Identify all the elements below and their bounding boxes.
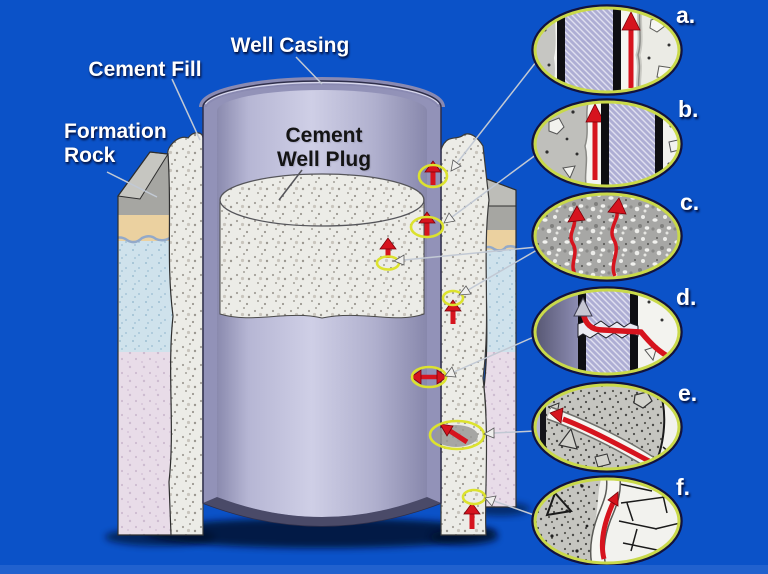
formation-rock-left-block: [117, 151, 174, 536]
inset-label-f: f.: [676, 474, 691, 500]
inset-d-casing-breach: [531, 286, 683, 378]
cement-well-plug-label: Cement Well Plug: [276, 124, 372, 171]
leak-flow-arrow: [580, 311, 673, 361]
water-layer: [118, 241, 173, 352]
leak-marker-a: [417, 160, 449, 189]
fractured-rock-lines: [614, 482, 678, 552]
label-leader-lines: [106, 56, 323, 201]
leak-flow-arrow: [599, 501, 616, 560]
casing-steel-hatch: [609, 103, 655, 185]
leak-markers: [375, 160, 487, 529]
casing-wall-band: [613, 9, 621, 91]
cement-fill-label: Cement Fill: [88, 58, 202, 81]
cement-fill-leader-line: [171, 78, 201, 141]
inset-label-e: e.: [678, 380, 698, 406]
cement-well-plug-leader-line: [278, 169, 303, 201]
inset-label-c: c.: [680, 189, 700, 215]
leak-marker-c-annulus: [441, 289, 465, 324]
leak-flow-arrow: [562, 416, 651, 464]
leak-flow-arrow: [569, 217, 577, 275]
inset-e-cement-fracture: [531, 381, 683, 473]
formation-rock-leader-line: [106, 171, 158, 198]
casing-wall-band: [557, 9, 565, 91]
inset-label-a: a.: [676, 2, 696, 28]
inset-label-b: b.: [678, 96, 699, 122]
inset-c-cement-pore-flow: [531, 190, 683, 282]
well-casing-label: Well Casing: [230, 34, 350, 57]
casing-steel-hatch: [565, 9, 613, 91]
inset-f-cement-rock-gap: [531, 475, 683, 567]
formation-rock-label: Formation Rock: [64, 120, 167, 167]
cement-well-plug: [219, 173, 425, 319]
inset-a-casing-cementfill-gap: [531, 4, 683, 96]
cement-region: [536, 480, 602, 562]
inset-b-plug-casing-gap: [531, 98, 683, 190]
footer-strip: [0, 565, 768, 574]
casing-bottom-ring: [203, 497, 441, 526]
plug-body: [219, 199, 425, 319]
leak-marker-b: [409, 211, 445, 239]
well-casing-leader-line: [295, 56, 323, 85]
leak-marker-d: [410, 365, 448, 389]
leak-marker-f: [461, 488, 487, 529]
leak-marker-c-plug: [375, 237, 401, 271]
leak-flow-arrow: [610, 209, 619, 277]
leak-marker-e: [428, 419, 486, 451]
inset-label-d: d.: [676, 284, 697, 310]
plug-top-surface: [219, 173, 425, 227]
inset-connector-lines: [393, 61, 538, 517]
porous-cement-texture: [536, 195, 678, 277]
pink-strata-layer: [118, 352, 173, 535]
